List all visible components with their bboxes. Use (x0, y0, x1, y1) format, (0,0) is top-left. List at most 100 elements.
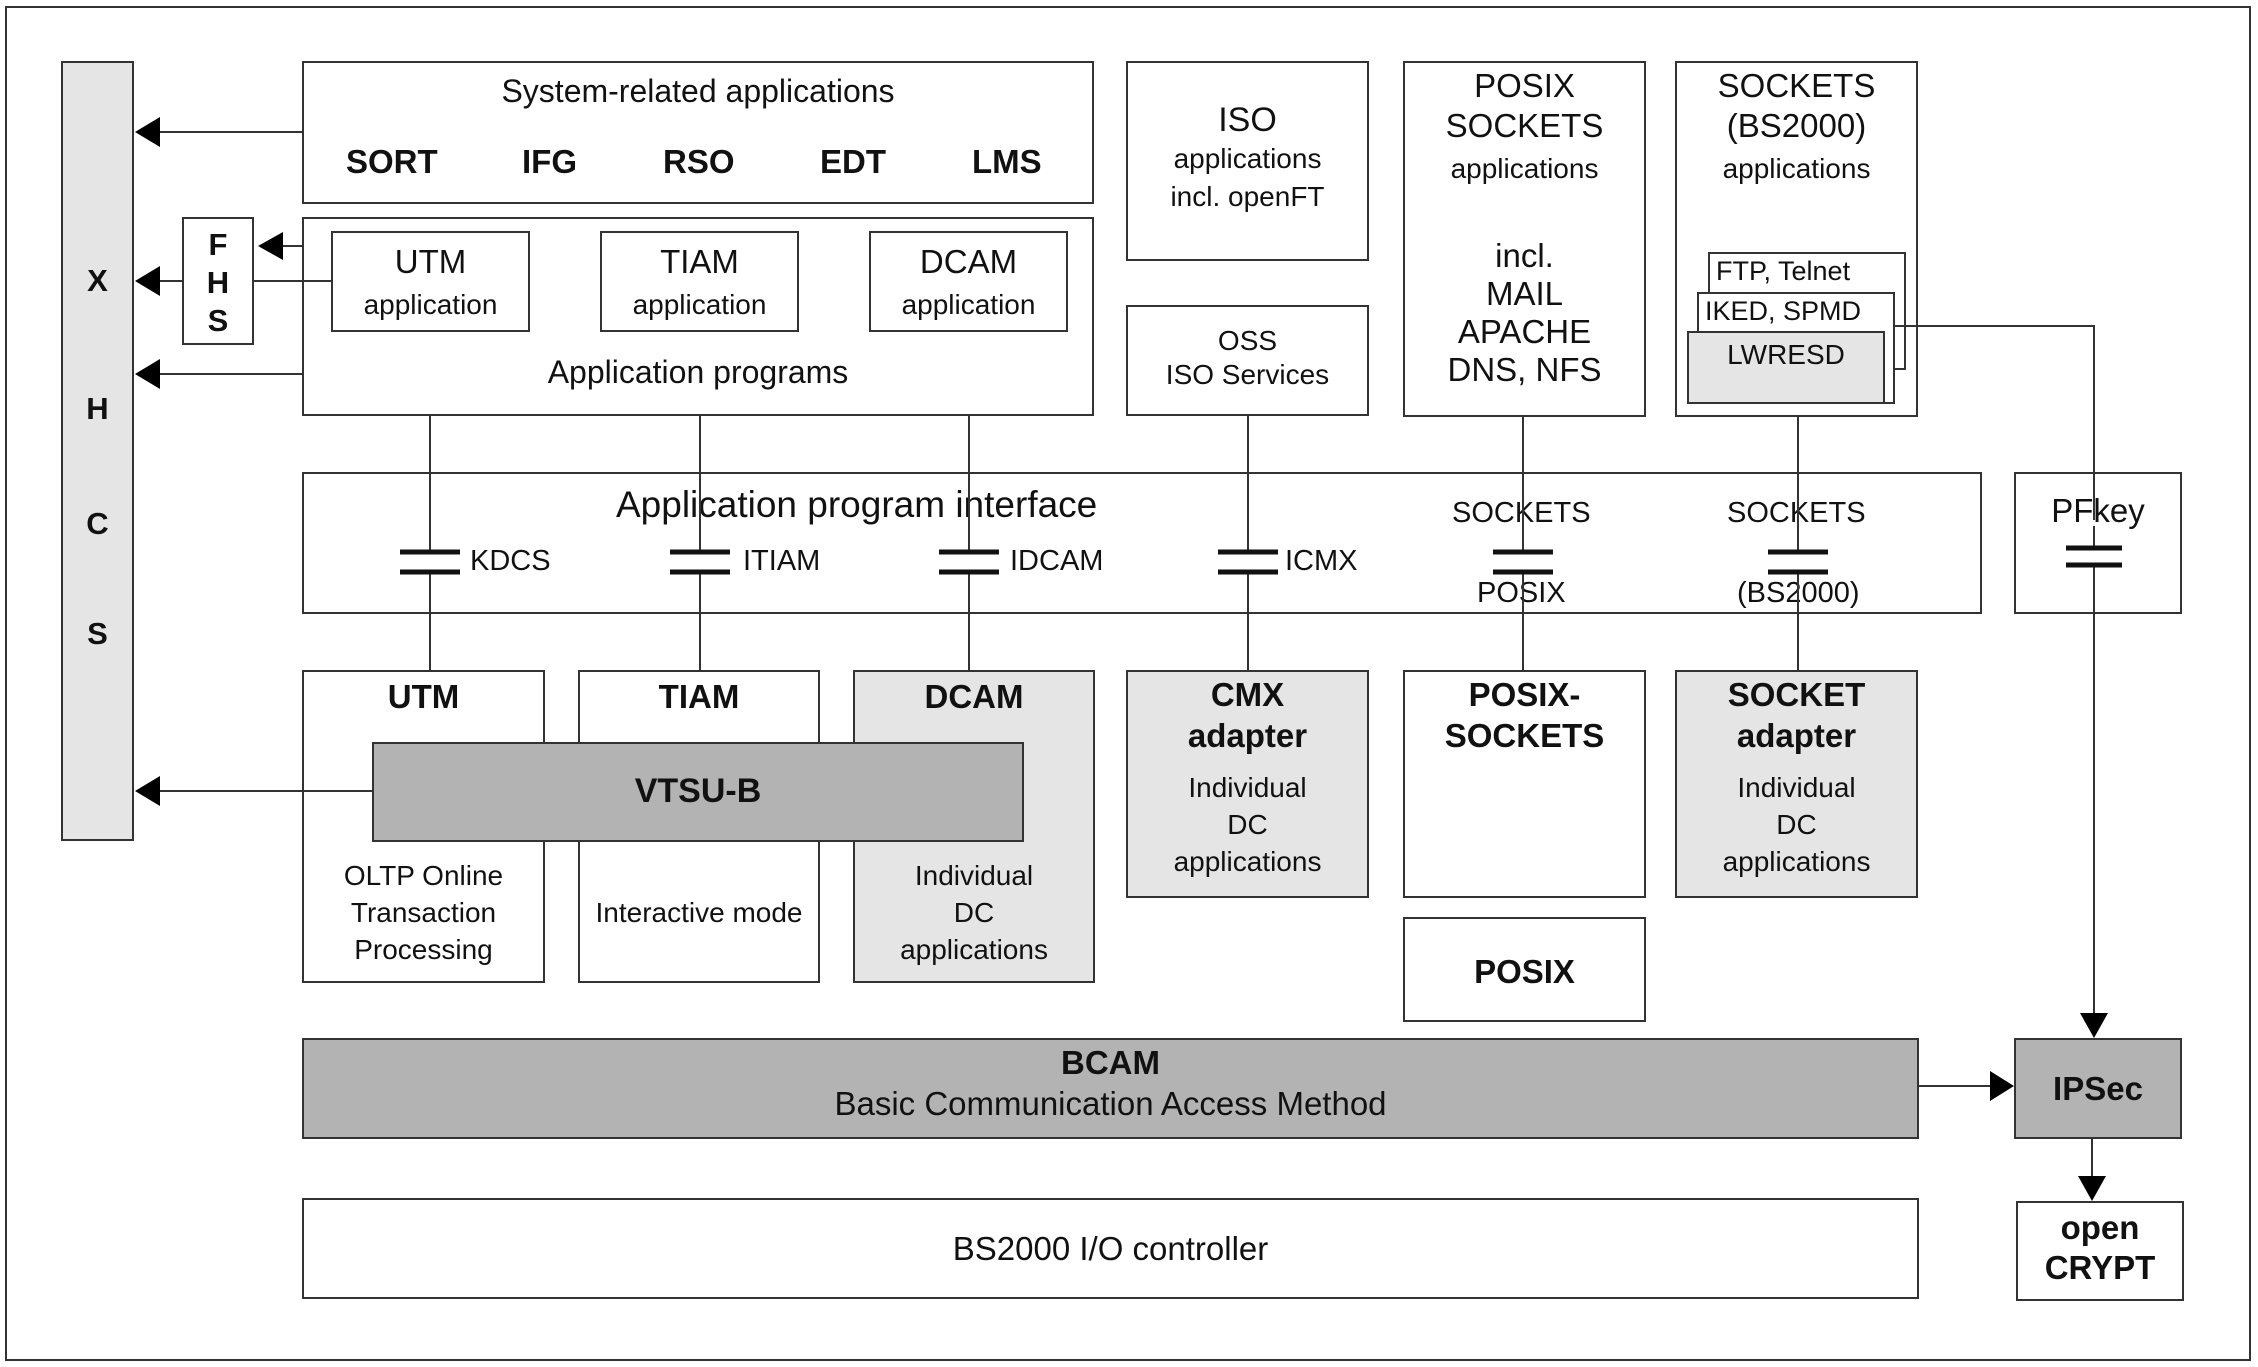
cmx-line-1: Individual (1188, 772, 1307, 803)
fhs-box: F H S (182, 217, 254, 345)
pfkey-box: PFkey (2014, 472, 2182, 614)
ftp-telnet-label: FTP, Telnet (1716, 256, 1851, 286)
interface-sockets-posix-top: SOCKETS (1452, 497, 1591, 529)
diagram-frame (5, 6, 2251, 1361)
sockets-apps-line-3: applications (1722, 153, 1871, 184)
posix-apps-incl-2: MAIL (1485, 275, 1564, 312)
system-app-ifg: IFG (522, 143, 577, 180)
posix-apps-incl-3: APACHE (1457, 313, 1592, 350)
api-title: Application program interface (616, 484, 1098, 525)
interface-itiam: ITIAM (743, 545, 821, 577)
posix-apps-line-1: POSIX (1474, 67, 1575, 104)
oss-line-2: ISO Services (1165, 359, 1330, 390)
posix-title: POSIX (1474, 953, 1575, 990)
bcam-title: BCAM (1061, 1044, 1160, 1081)
system-app-edt: EDT (820, 143, 886, 180)
api-box: Application program interface (302, 472, 1982, 614)
ipsec-label: IPSec (2053, 1070, 2143, 1107)
utm-line-1: OLTP Online (343, 860, 504, 891)
tiam-title: TIAM (658, 678, 740, 715)
opencrypt-box: open CRYPT (2016, 1201, 2184, 1301)
cmx-title-1: CMX (1210, 676, 1285, 713)
socket-adapter-title-2: adapter (1736, 717, 1857, 754)
tiam-application-sub: application (632, 289, 767, 320)
posix-apps-line-2: SOCKETS (1445, 107, 1604, 144)
interface-sockets-bs2000-bottom: (BS2000) (1737, 577, 1860, 609)
vtsub-box: VTSU-B (372, 742, 1024, 842)
interface-sockets-posix-bottom: POSIX (1477, 577, 1566, 609)
xhcs-box: X H C S (61, 61, 134, 841)
socket-adapter-line-3: applications (1722, 846, 1871, 877)
interface-sockets-bs2000-top: SOCKETS (1727, 497, 1866, 529)
posix-box: POSIX (1403, 917, 1646, 1022)
lwresd-box: LWRESD (1687, 331, 1885, 404)
socket-adapter-line-1: Individual (1737, 772, 1856, 803)
xhcs-letter-x: X (87, 263, 108, 298)
system-app-lms: LMS (972, 143, 1042, 180)
sockets-apps-line-2: (BS2000) (1726, 107, 1867, 144)
cmx-line-3: applications (1173, 846, 1322, 877)
utm-title: UTM (387, 678, 460, 715)
dcam-application-sub: application (901, 289, 1036, 320)
utm-line-2: Transaction (350, 897, 497, 928)
dcam-line-2: DC (953, 897, 995, 928)
dcam-line-3: applications (900, 934, 1048, 965)
iso-apps-line-1: ISO (1218, 101, 1277, 139)
dcam-line-1: Individual (914, 860, 1034, 891)
posix-sockets-title-2: SOCKETS (1444, 717, 1605, 754)
cmx-line-2: DC (1227, 809, 1268, 840)
sockets-apps-line-1: SOCKETS (1717, 67, 1876, 104)
posix-apps-line-3: applications (1450, 153, 1599, 184)
ipsec-box: IPSec (2014, 1038, 2182, 1139)
tiam-line-1: Interactive mode (595, 897, 803, 928)
iso-apps-line-3: incl. openFT (1170, 181, 1325, 212)
opencrypt-line-1: open (2060, 1209, 2140, 1246)
bcam-subtitle: Basic Communication Access Method (834, 1085, 1387, 1122)
utm-line-3: Processing (354, 934, 493, 965)
posix-sockets-box: POSIX- SOCKETS (1403, 670, 1646, 898)
utm-application-name: UTM (394, 243, 467, 280)
socket-adapter-title-1: SOCKET (1727, 676, 1866, 713)
bcam-box: BCAM Basic Communication Access Method (302, 1038, 1919, 1139)
posix-sockets-title-1: POSIX- (1468, 676, 1581, 713)
vtsub-title: VTSU-B (634, 772, 762, 810)
oss-box: OSS ISO Services (1126, 305, 1369, 416)
posix-sockets-apps-box: POSIX SOCKETS applications incl. MAIL AP… (1403, 61, 1646, 417)
lwresd-label: LWRESD (1727, 339, 1845, 370)
pfkey-label: PFkey (2051, 492, 2145, 529)
interface-icmx: ICMX (1285, 545, 1358, 577)
fhs-letter-h: H (206, 265, 230, 300)
dcam-title: DCAM (924, 678, 1024, 715)
cmx-adapter-box: CMX adapter Individual DC applications (1126, 670, 1369, 898)
iked-spmd-label: IKED, SPMD (1705, 296, 1862, 326)
system-apps-title: System-related applications (501, 73, 895, 109)
utm-application-sub: application (363, 289, 498, 320)
opencrypt-line-2: CRYPT (2044, 1249, 2156, 1286)
fhs-letter-s: S (207, 303, 229, 338)
iso-apps-line-2: applications (1173, 143, 1322, 174)
posix-apps-incl-4: DNS, NFS (1447, 351, 1602, 388)
io-controller-box: BS2000 I/O controller (302, 1198, 1919, 1299)
interface-idcam: IDCAM (1010, 545, 1104, 577)
cmx-title-2: adapter (1187, 717, 1308, 754)
system-app-sort: SORT (346, 143, 438, 180)
tiam-application-box: TIAM application (600, 231, 799, 332)
oss-line-1: OSS (1217, 325, 1278, 356)
socket-adapter-box: SOCKET adapter Individual DC application… (1675, 670, 1918, 898)
tiam-application-name: TIAM (660, 243, 739, 280)
socket-adapter-line-2: DC (1776, 809, 1817, 840)
xhcs-letter-s: S (87, 616, 108, 651)
dcam-application-name: DCAM (919, 243, 1018, 280)
app-programs-title: Application programs (547, 354, 849, 390)
utm-application-box: UTM application (331, 231, 530, 332)
system-apps-box: System-related applications SORT IFG RSO… (302, 61, 1094, 204)
xhcs-letter-c: C (86, 506, 109, 541)
fhs-letter-f: F (208, 227, 228, 262)
dcam-application-box: DCAM application (869, 231, 1068, 332)
posix-apps-incl-1: incl. (1495, 237, 1554, 274)
io-controller-label: BS2000 I/O controller (952, 1230, 1269, 1267)
system-app-rso: RSO (663, 143, 735, 180)
interface-kdcs: KDCS (470, 545, 551, 577)
iso-apps-box: ISO applications incl. openFT (1126, 61, 1369, 261)
xhcs-letter-h: H (86, 391, 109, 426)
